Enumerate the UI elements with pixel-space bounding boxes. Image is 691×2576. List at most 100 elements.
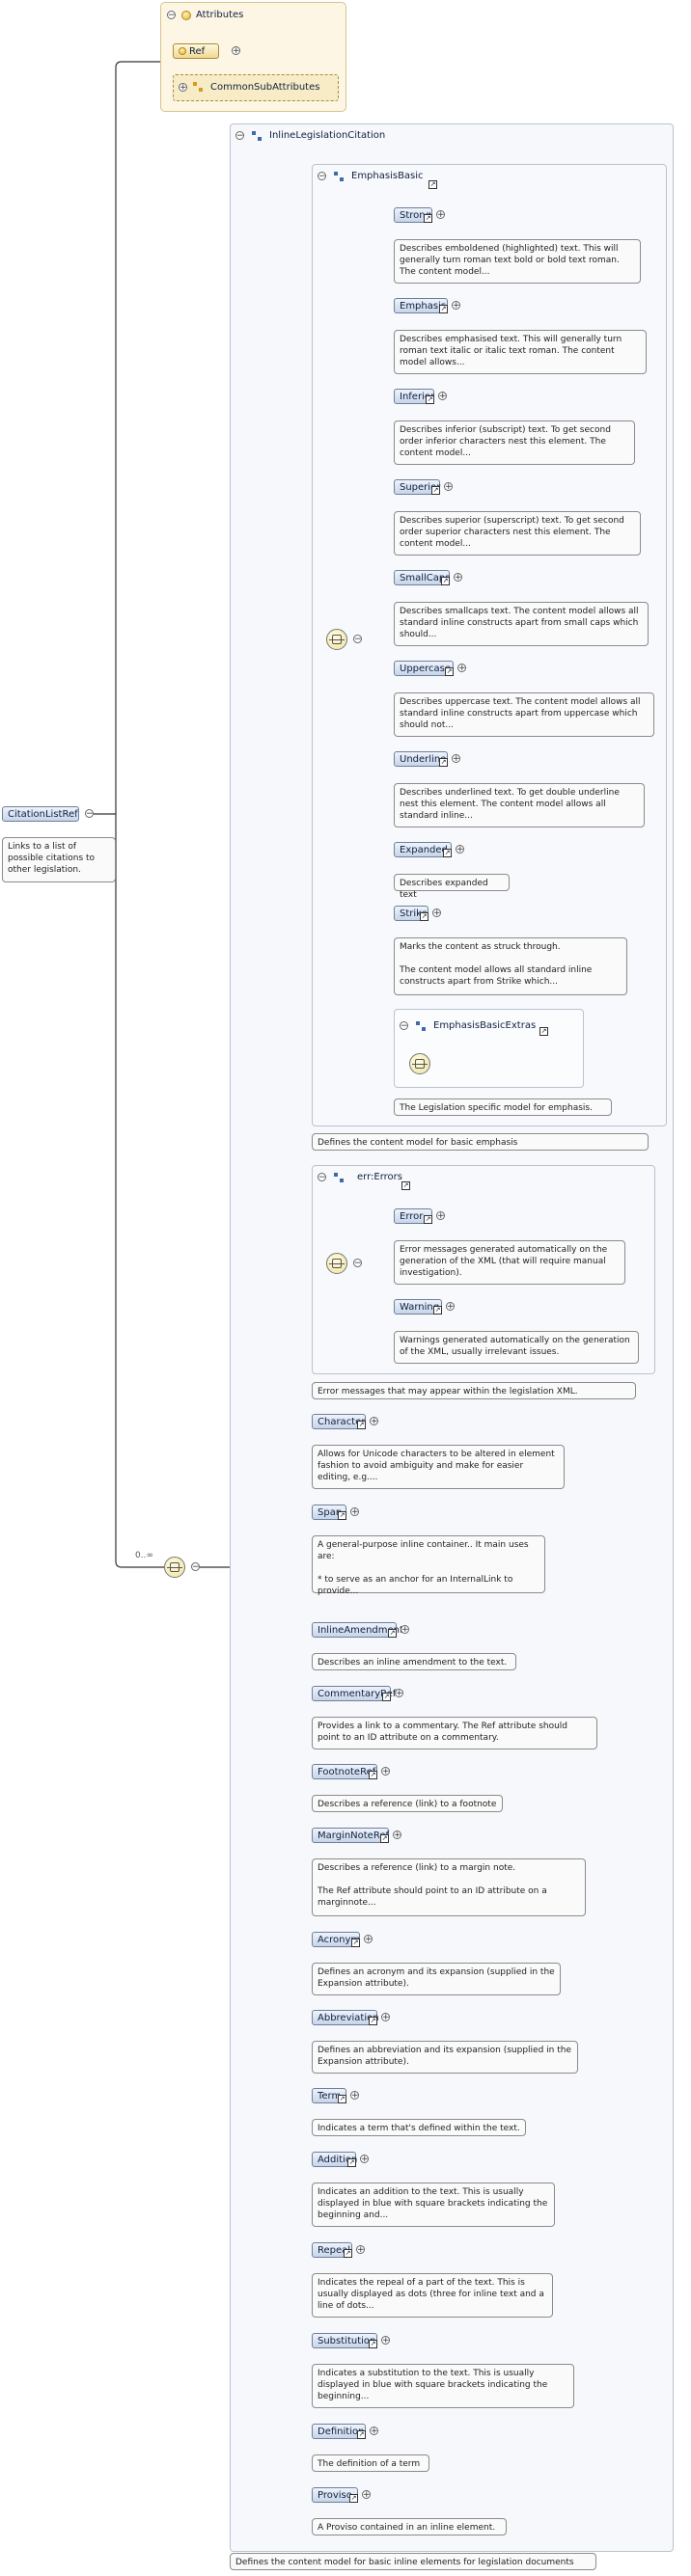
element-superior[interactable]: Superior [394, 479, 440, 495]
sequence-compositor[interactable] [326, 629, 347, 650]
collapse-toggle[interactable]: − [400, 1021, 408, 1031]
expand-toggle[interactable]: + [452, 301, 460, 311]
element-substitution[interactable]: Substitution [312, 2333, 377, 2348]
element-label: MarginNoteRef [318, 1830, 389, 1841]
sequence-compositor[interactable] [409, 1053, 430, 1074]
element-doc: Marks the content as struck through. The… [394, 937, 627, 995]
collapse-toggle[interactable]: − [318, 172, 326, 181]
expand-toggle[interactable]: + [401, 1625, 409, 1635]
element-label: Strike [400, 908, 428, 919]
expand-toggle[interactable]: + [381, 2336, 390, 2346]
element-expanded[interactable]: Expanded [394, 842, 452, 857]
expand-toggle[interactable]: + [436, 210, 445, 220]
expand-toggle[interactable]: + [381, 1767, 390, 1776]
expand-toggle[interactable]: + [350, 2091, 359, 2101]
group-label: err:Errors [357, 1172, 402, 1182]
element-emphasis[interactable]: Emphasis [394, 298, 448, 313]
expand-toggle[interactable]: + [457, 664, 466, 673]
expand-toggle[interactable]: + [452, 754, 460, 764]
expand-toggle[interactable]: + [395, 1689, 403, 1698]
element-doc: Error messages generated automatically o… [394, 1240, 625, 1285]
element-label: Term [318, 2091, 342, 2101]
expand-toggle[interactable]: + [356, 2245, 365, 2255]
expand-toggle[interactable]: + [364, 1935, 373, 1944]
expand-toggle[interactable]: + [393, 1830, 401, 1840]
element-definition[interactable]: Definition [312, 2424, 366, 2439]
element-marginnoteref[interactable]: MarginNoteRef [312, 1828, 389, 1843]
element-footnoteref[interactable]: FootnoteRef [312, 1764, 377, 1779]
element-smallcaps[interactable]: SmallCaps [394, 570, 450, 585]
element-proviso[interactable]: Proviso [312, 2487, 358, 2503]
reference-icon [347, 2158, 356, 2167]
element-character[interactable]: Character [312, 1414, 366, 1429]
cardinality-label: 0..∞ [135, 1551, 153, 1560]
group-icon [416, 1021, 427, 1032]
expand-toggle[interactable]: + [454, 573, 462, 583]
element-span[interactable]: Span [312, 1505, 346, 1520]
collapse-toggle[interactable]: − [235, 131, 244, 141]
element-acronym[interactable]: Acronym [312, 1932, 360, 1947]
element-inferior[interactable]: Inferior [394, 389, 434, 404]
collapse-toggle[interactable]: − [191, 1562, 200, 1572]
element-addition[interactable]: Addition [312, 2152, 358, 2167]
element-citationlistref[interactable]: CitationListRef [2, 806, 79, 822]
reference-icon [380, 1834, 389, 1843]
collapse-toggle[interactable]: − [318, 1173, 326, 1182]
element-uppercase[interactable]: Uppercase [394, 661, 454, 676]
element-doc: Defines an abbreviation and its expansio… [312, 2041, 578, 2074]
expand-toggle[interactable]: + [456, 845, 464, 854]
attribute-group-icon [193, 82, 204, 93]
reference-icon [344, 2249, 352, 2258]
element-term[interactable]: Term [312, 2088, 346, 2103]
expand-toggle[interactable]: + [179, 83, 187, 93]
element-label: Superior [400, 482, 441, 493]
expand-toggle[interactable]: + [432, 908, 441, 918]
element-doc: Allows for Unicode characters to be alte… [312, 1445, 565, 1489]
expand-toggle[interactable]: + [232, 46, 240, 56]
element-label: CommentaryRef [318, 1689, 397, 1699]
expand-toggle[interactable]: + [362, 2490, 371, 2500]
element-label: Inferior [400, 392, 435, 402]
expand-toggle[interactable]: + [370, 1417, 378, 1426]
expand-toggle[interactable]: + [446, 1302, 455, 1312]
element-strong[interactable]: Strong [394, 207, 432, 223]
reference-icon [338, 2095, 346, 2103]
element-inlineamendment[interactable]: InlineAmendment [312, 1622, 403, 1638]
collapse-toggle[interactable]: − [353, 1259, 362, 1268]
group-doc: Error messages that may appear within th… [312, 1382, 636, 1399]
element-label: Span [318, 1507, 343, 1518]
attributes-title: Attributes [196, 10, 244, 20]
reference-icon [439, 305, 448, 313]
expand-toggle[interactable]: + [436, 1211, 445, 1221]
reference-icon [431, 486, 440, 495]
sequence-compositor[interactable] [164, 1557, 185, 1578]
collapse-toggle[interactable]: − [167, 11, 176, 20]
element-doc: Indicates a substitution to the text. Th… [312, 2364, 574, 2408]
element-doc: A general-purpose inline container.. It … [312, 1535, 545, 1596]
element-doc: A Proviso contained in an inline element… [312, 2518, 507, 2535]
expand-toggle[interactable]: + [444, 482, 453, 492]
sequence-compositor[interactable] [326, 1253, 347, 1274]
attribute-group-common[interactable]: + CommonSubAttributes [173, 74, 339, 101]
element-doc: Describes emphasised text. This will gen… [394, 330, 647, 374]
element-warning[interactable]: Warning [394, 1299, 442, 1315]
expand-toggle[interactable]: + [438, 392, 447, 401]
element-abbreviation[interactable]: Abbreviation [312, 2010, 379, 2025]
element-doc: Links to a list of possible citations to… [2, 837, 116, 882]
element-underline[interactable]: Underline [394, 751, 448, 767]
element-error[interactable]: Error [394, 1208, 432, 1224]
expand-toggle[interactable]: + [350, 1507, 359, 1517]
element-commentaryref[interactable]: CommentaryRef [312, 1686, 396, 1701]
attribute-ref[interactable]: Ref [173, 43, 219, 59]
element-strike[interactable]: Strike [394, 906, 428, 921]
element-label: Error [400, 1211, 424, 1222]
element-doc: Indicates an addition to the text. This … [312, 2183, 555, 2227]
element-repeal[interactable]: Repeal [312, 2242, 352, 2258]
element-doc: Provides a link to a commentary. The Ref… [312, 1717, 597, 1749]
collapse-toggle[interactable]: − [85, 809, 94, 819]
collapse-toggle[interactable]: − [353, 635, 362, 644]
expand-toggle[interactable]: + [370, 2427, 378, 2436]
expand-toggle[interactable]: + [381, 2013, 390, 2022]
element-label: Addition [318, 2155, 358, 2165]
expand-toggle[interactable]: + [360, 2155, 369, 2164]
